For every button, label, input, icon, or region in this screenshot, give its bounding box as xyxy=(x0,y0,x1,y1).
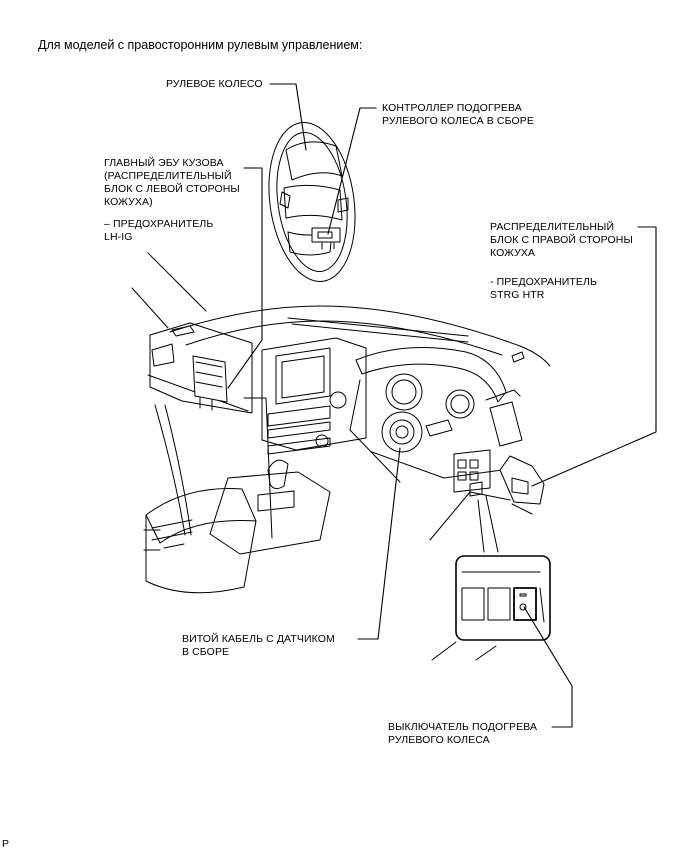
label-heater-controller: КОНТРОЛЛЕР ПОДОГРЕВА РУЛЕВОГО КОЛЕСА В С… xyxy=(382,102,534,127)
steering-wheel-drawing xyxy=(268,122,356,282)
label-fuse-lh-ig: – ПРЕДОХРАНИТЕЛЬ LH-IG xyxy=(104,218,214,243)
switch-zoom-box xyxy=(455,495,551,641)
label-fuse-strg-htr: - ПРЕДОХРАНИТЕЛЬ STRG HTR xyxy=(490,276,598,301)
label-main-body-ecu: ГЛАВНЫЙ ЭБУ КУЗОВА (РАСПРЕДЕЛИТЕЛЬНЫЙ БЛ… xyxy=(104,157,240,208)
label-heater-switch: ВЫКЛЮЧАТЕЛЬ ПОДОГРЕВА РУЛЕВОГО КОЛЕСА xyxy=(388,721,538,746)
page-heading: Для моделей с правосторонним рулевым упр… xyxy=(38,38,363,52)
label-steering-wheel: РУЛЕВОЕ КОЛЕСО xyxy=(166,78,263,90)
dashboard-drawing xyxy=(131,252,551,661)
leader-lines xyxy=(227,83,657,728)
label-right-junction-block: РАСПРЕДЕЛИТЕЛЬНЫЙ БЛОК С ПРАВОЙ СТОРОНЫ … xyxy=(490,221,633,259)
page-footer-mark: P xyxy=(2,838,10,850)
label-spiral-cable: ВИТОЙ КАБЕЛЬ С ДАТЧИКОМ В СБОРЕ xyxy=(182,633,335,658)
